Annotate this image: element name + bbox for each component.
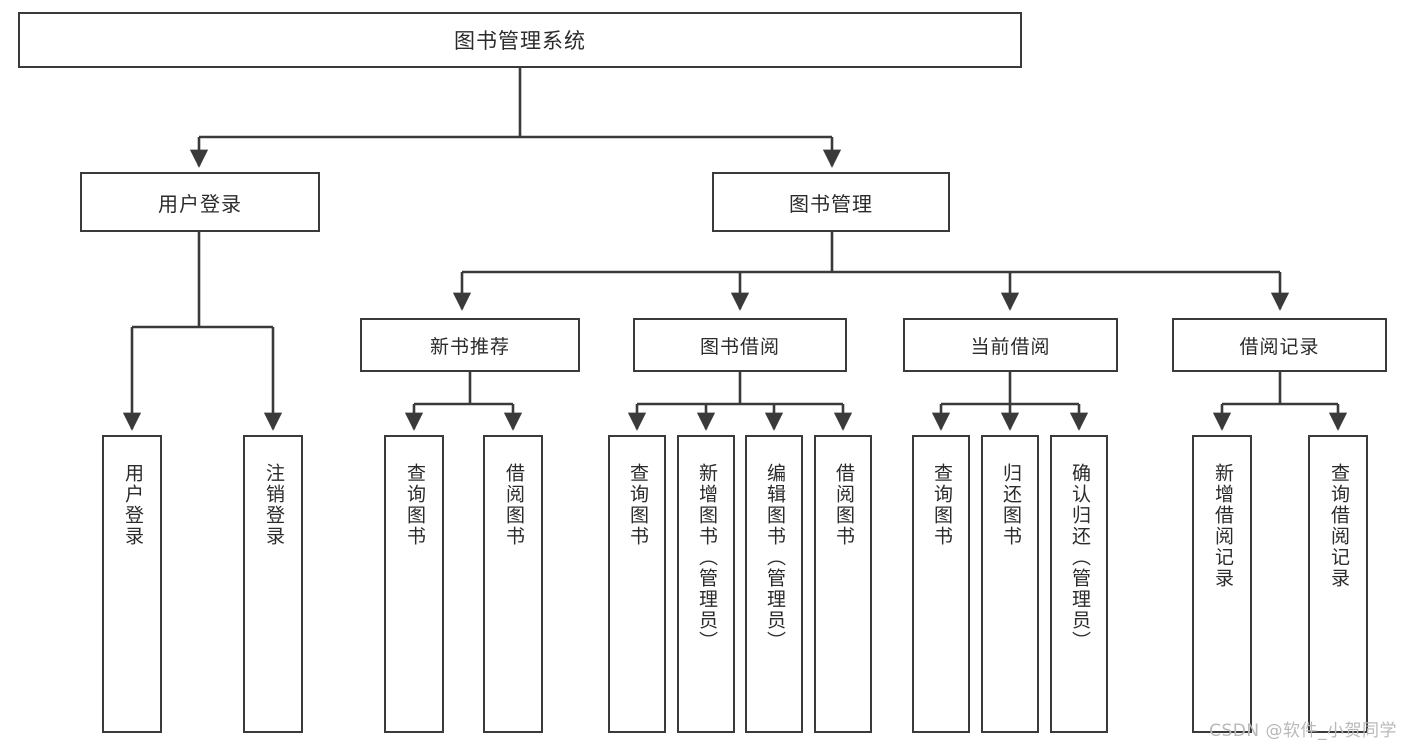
node-borrow-records[interactable]: 借阅记录 bbox=[1172, 318, 1387, 372]
node-label: 注销登录 bbox=[262, 463, 285, 547]
node-book-management[interactable]: 图书管理 bbox=[712, 172, 950, 232]
leaf-new-book-borrow-book[interactable]: 借阅图书 bbox=[483, 435, 543, 733]
node-book-borrow[interactable]: 图书借阅 bbox=[633, 318, 847, 372]
node-label: 查询图书 bbox=[930, 463, 953, 547]
leaf-borrow-records-query-record[interactable]: 查询借阅记录 bbox=[1308, 435, 1368, 733]
node-label: 查询借阅记录 bbox=[1327, 463, 1350, 589]
watermark-text: CSDN @软件_小贺同学 bbox=[1209, 721, 1397, 741]
node-label: 归还图书 bbox=[999, 463, 1022, 547]
node-label: 确认归还（管理员） bbox=[1068, 463, 1091, 652]
node-label: 用户登录 bbox=[121, 463, 144, 547]
node-label: 查询图书 bbox=[626, 463, 649, 547]
leaf-current-borrow-confirm-return-admin[interactable]: 确认归还（管理员） bbox=[1050, 435, 1108, 733]
leaf-user-login-login[interactable]: 用户登录 bbox=[102, 435, 162, 733]
node-label: 图书管理系统 bbox=[454, 29, 586, 53]
node-current-borrow[interactable]: 当前借阅 bbox=[903, 318, 1118, 372]
node-label: 图书管理 bbox=[789, 191, 873, 216]
node-label: 编辑图书（管理员） bbox=[763, 463, 786, 652]
node-label: 当前借阅 bbox=[970, 335, 1051, 358]
node-label: 借阅图书 bbox=[832, 463, 855, 547]
node-label: 查询图书 bbox=[403, 463, 426, 547]
node-label: 图书借阅 bbox=[699, 335, 780, 358]
leaf-current-borrow-query-book[interactable]: 查询图书 bbox=[912, 435, 970, 733]
node-user-login[interactable]: 用户登录 bbox=[80, 172, 320, 232]
leaf-book-borrow-query-book[interactable]: 查询图书 bbox=[608, 435, 666, 733]
node-label: 用户登录 bbox=[158, 191, 242, 216]
leaf-borrow-records-add-record[interactable]: 新增借阅记录 bbox=[1192, 435, 1252, 733]
leaf-current-borrow-return-book[interactable]: 归还图书 bbox=[981, 435, 1039, 733]
node-root-system[interactable]: 图书管理系统 bbox=[18, 12, 1022, 68]
node-label: 新书推荐 bbox=[429, 335, 510, 358]
node-label: 新增借阅记录 bbox=[1211, 463, 1234, 589]
node-label: 新增图书（管理员） bbox=[695, 463, 718, 652]
leaf-book-borrow-borrow-book[interactable]: 借阅图书 bbox=[814, 435, 872, 733]
node-label: 借阅图书 bbox=[502, 463, 525, 547]
leaf-book-borrow-add-book-admin[interactable]: 新增图书（管理员） bbox=[677, 435, 735, 733]
leaf-user-login-logout[interactable]: 注销登录 bbox=[243, 435, 303, 733]
leaf-new-book-query-book[interactable]: 查询图书 bbox=[384, 435, 444, 733]
leaf-book-borrow-edit-book-admin[interactable]: 编辑图书（管理员） bbox=[745, 435, 803, 733]
node-label: 借阅记录 bbox=[1239, 335, 1320, 358]
node-new-book-recommend[interactable]: 新书推荐 bbox=[360, 318, 580, 372]
